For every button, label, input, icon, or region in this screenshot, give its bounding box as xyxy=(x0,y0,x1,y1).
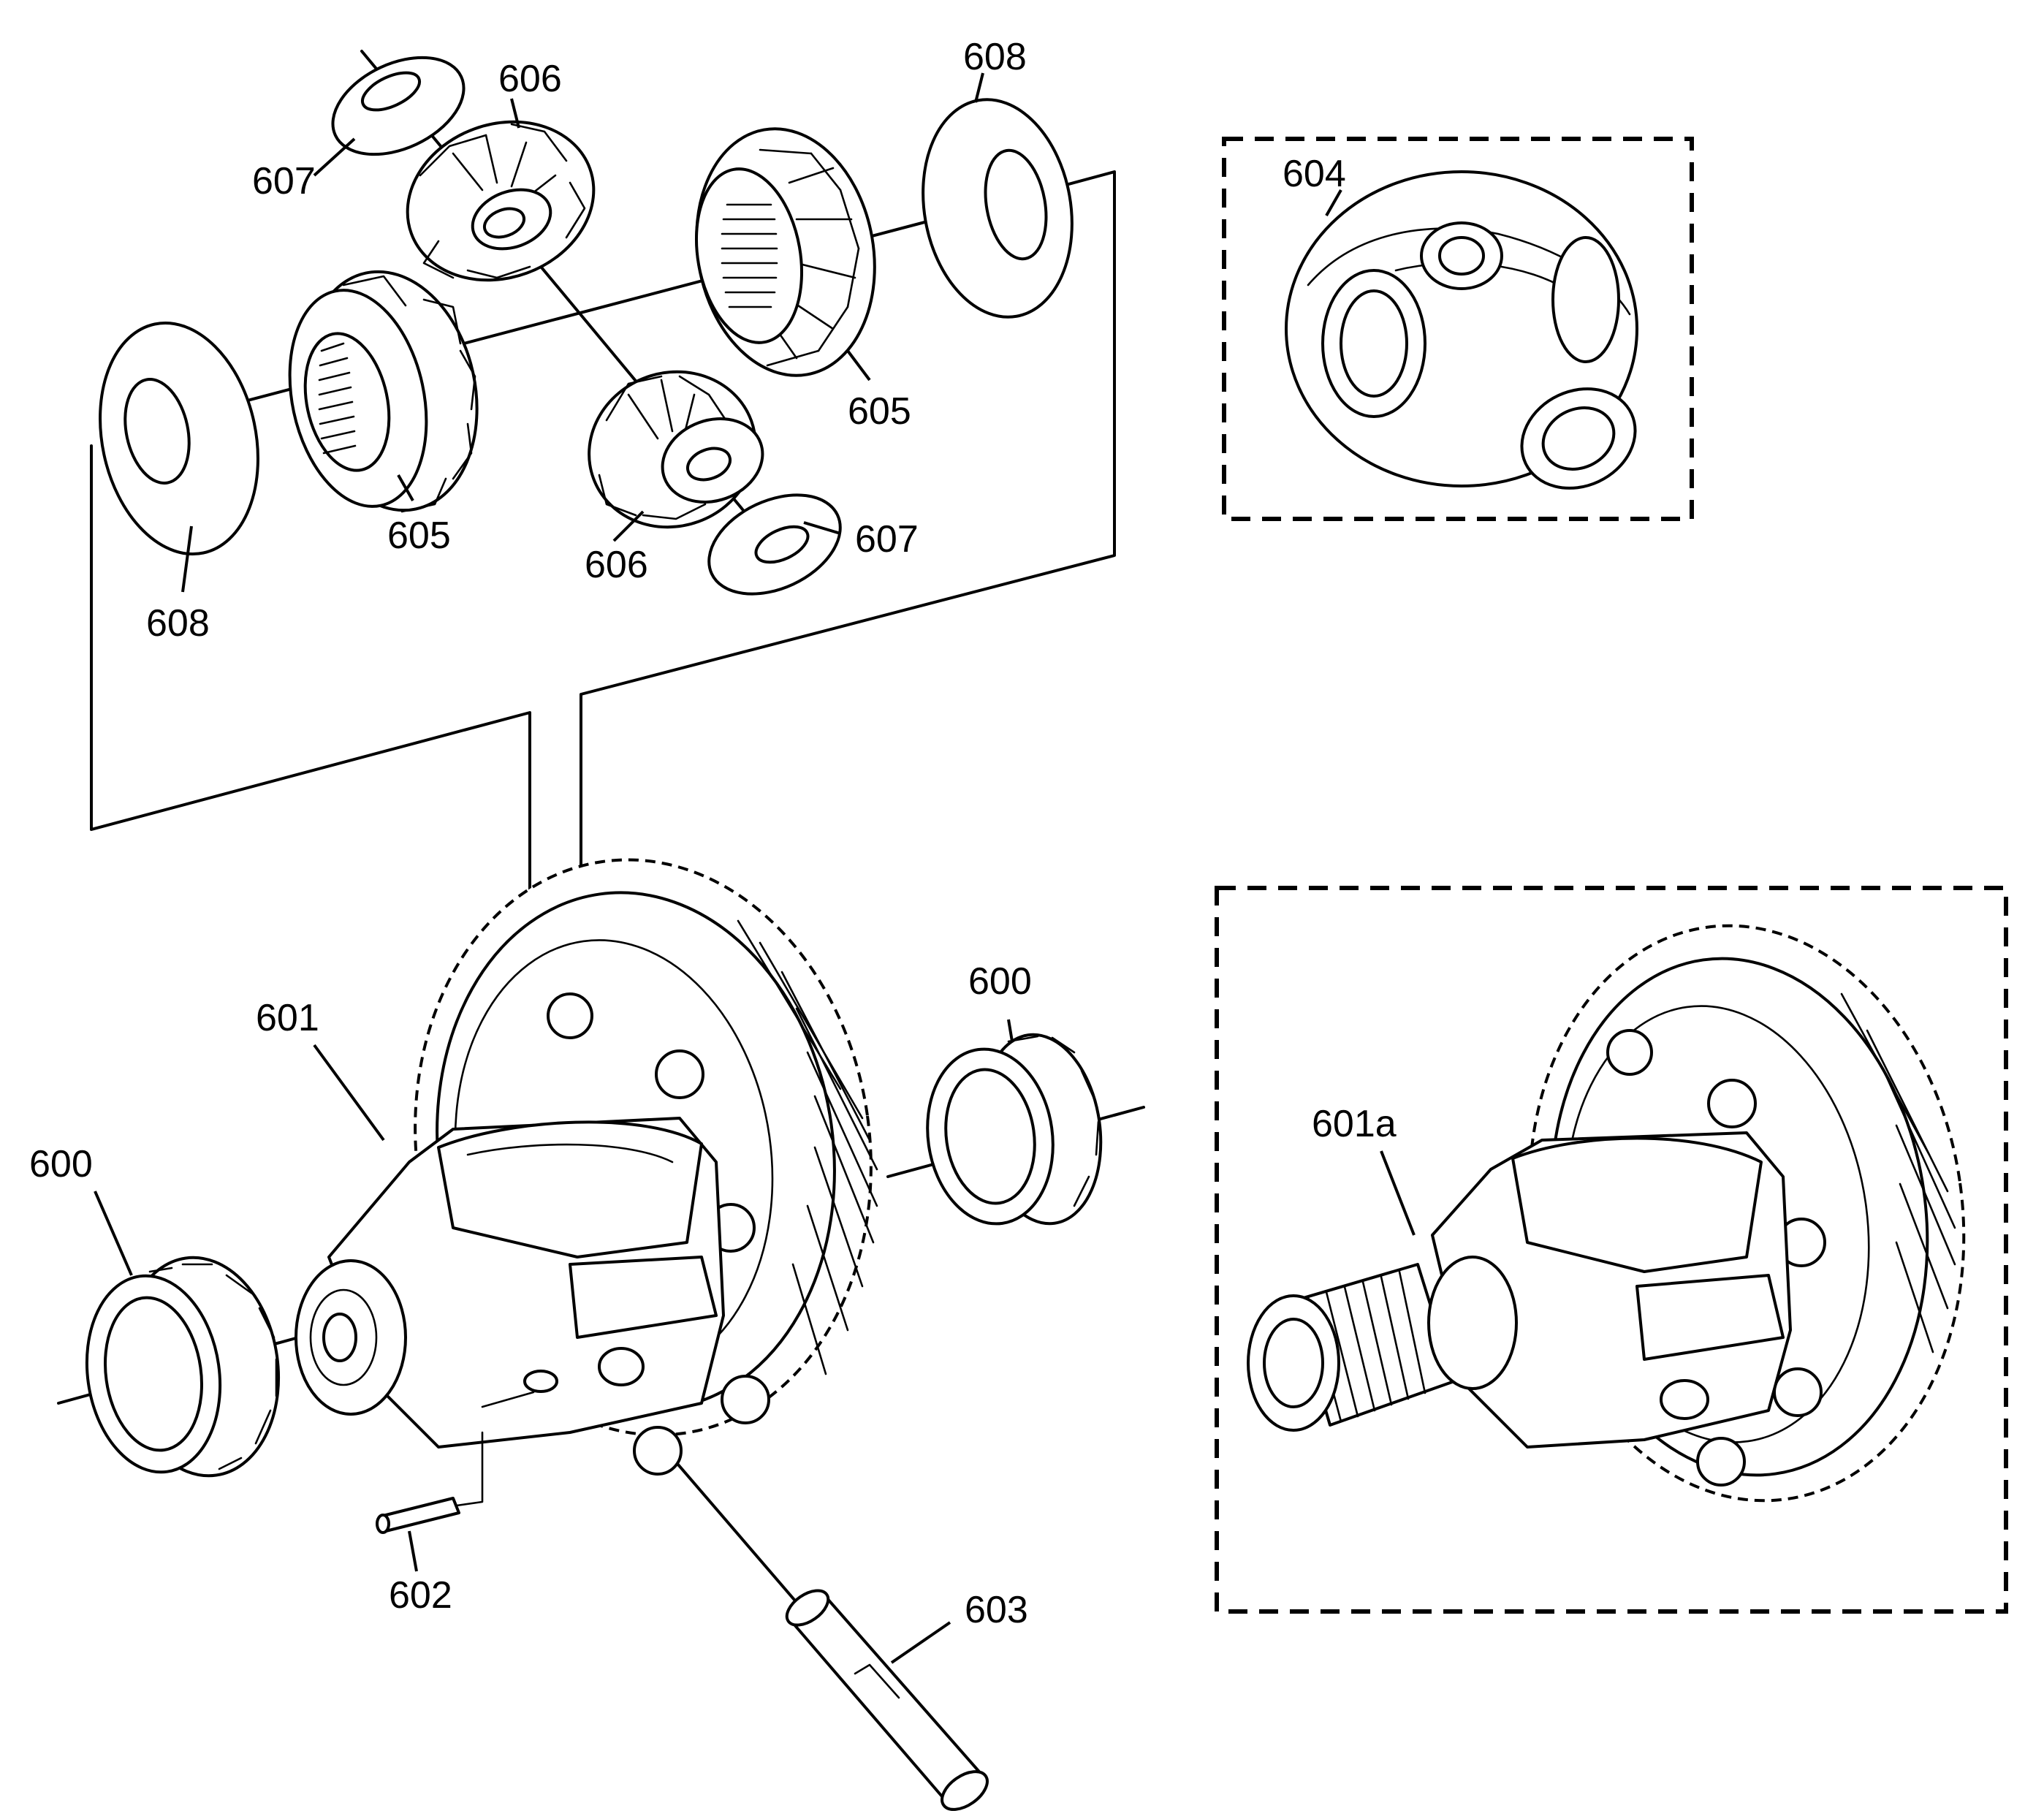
callout-leaders xyxy=(94,72,1416,1664)
thrust-washer-608-right xyxy=(922,98,1074,319)
side-gear-605-left xyxy=(288,270,479,513)
differential-case-604-inset xyxy=(1222,137,1694,521)
thrust-washer-607-top xyxy=(331,56,466,156)
tapered-bearing-600-right xyxy=(926,1033,1103,1226)
callout-600-right: 600 xyxy=(968,960,1032,1003)
callout-602: 602 xyxy=(389,1574,452,1617)
callout-607-bottom: 607 xyxy=(855,518,919,561)
callout-601a: 601a xyxy=(1312,1103,1397,1145)
side-gear-605-right xyxy=(694,127,876,377)
pinion-gear-606-top xyxy=(406,120,596,282)
callout-600-left: 600 xyxy=(29,1143,93,1185)
callout-604: 604 xyxy=(1283,153,1346,195)
ring-gear-601 xyxy=(295,858,878,1476)
callout-608-right: 608 xyxy=(963,36,1027,78)
thrust-washer-607-bottom xyxy=(707,493,842,596)
callout-605-left: 605 xyxy=(387,515,451,557)
callout-601: 601 xyxy=(256,997,319,1039)
callout-608-left: 608 xyxy=(146,602,210,645)
thrust-washer-608-left xyxy=(99,321,259,556)
callout-606-top: 606 xyxy=(498,58,562,100)
callout-labels: 607 606 608 604 605 605 608 606 607 601 … xyxy=(29,36,1397,1631)
retaining-pin-602 xyxy=(376,1391,535,1534)
tapered-bearing-600-left xyxy=(85,1256,281,1478)
cross-pin-603 xyxy=(785,1589,989,1811)
callout-607-top: 607 xyxy=(252,160,316,202)
callout-603: 603 xyxy=(965,1589,1028,1631)
pinion-gear-606-bottom xyxy=(588,370,764,529)
ring-gear-601a-inset xyxy=(1215,886,2008,1614)
callout-605-right: 605 xyxy=(848,390,911,433)
callout-606-bottom: 606 xyxy=(585,544,648,586)
